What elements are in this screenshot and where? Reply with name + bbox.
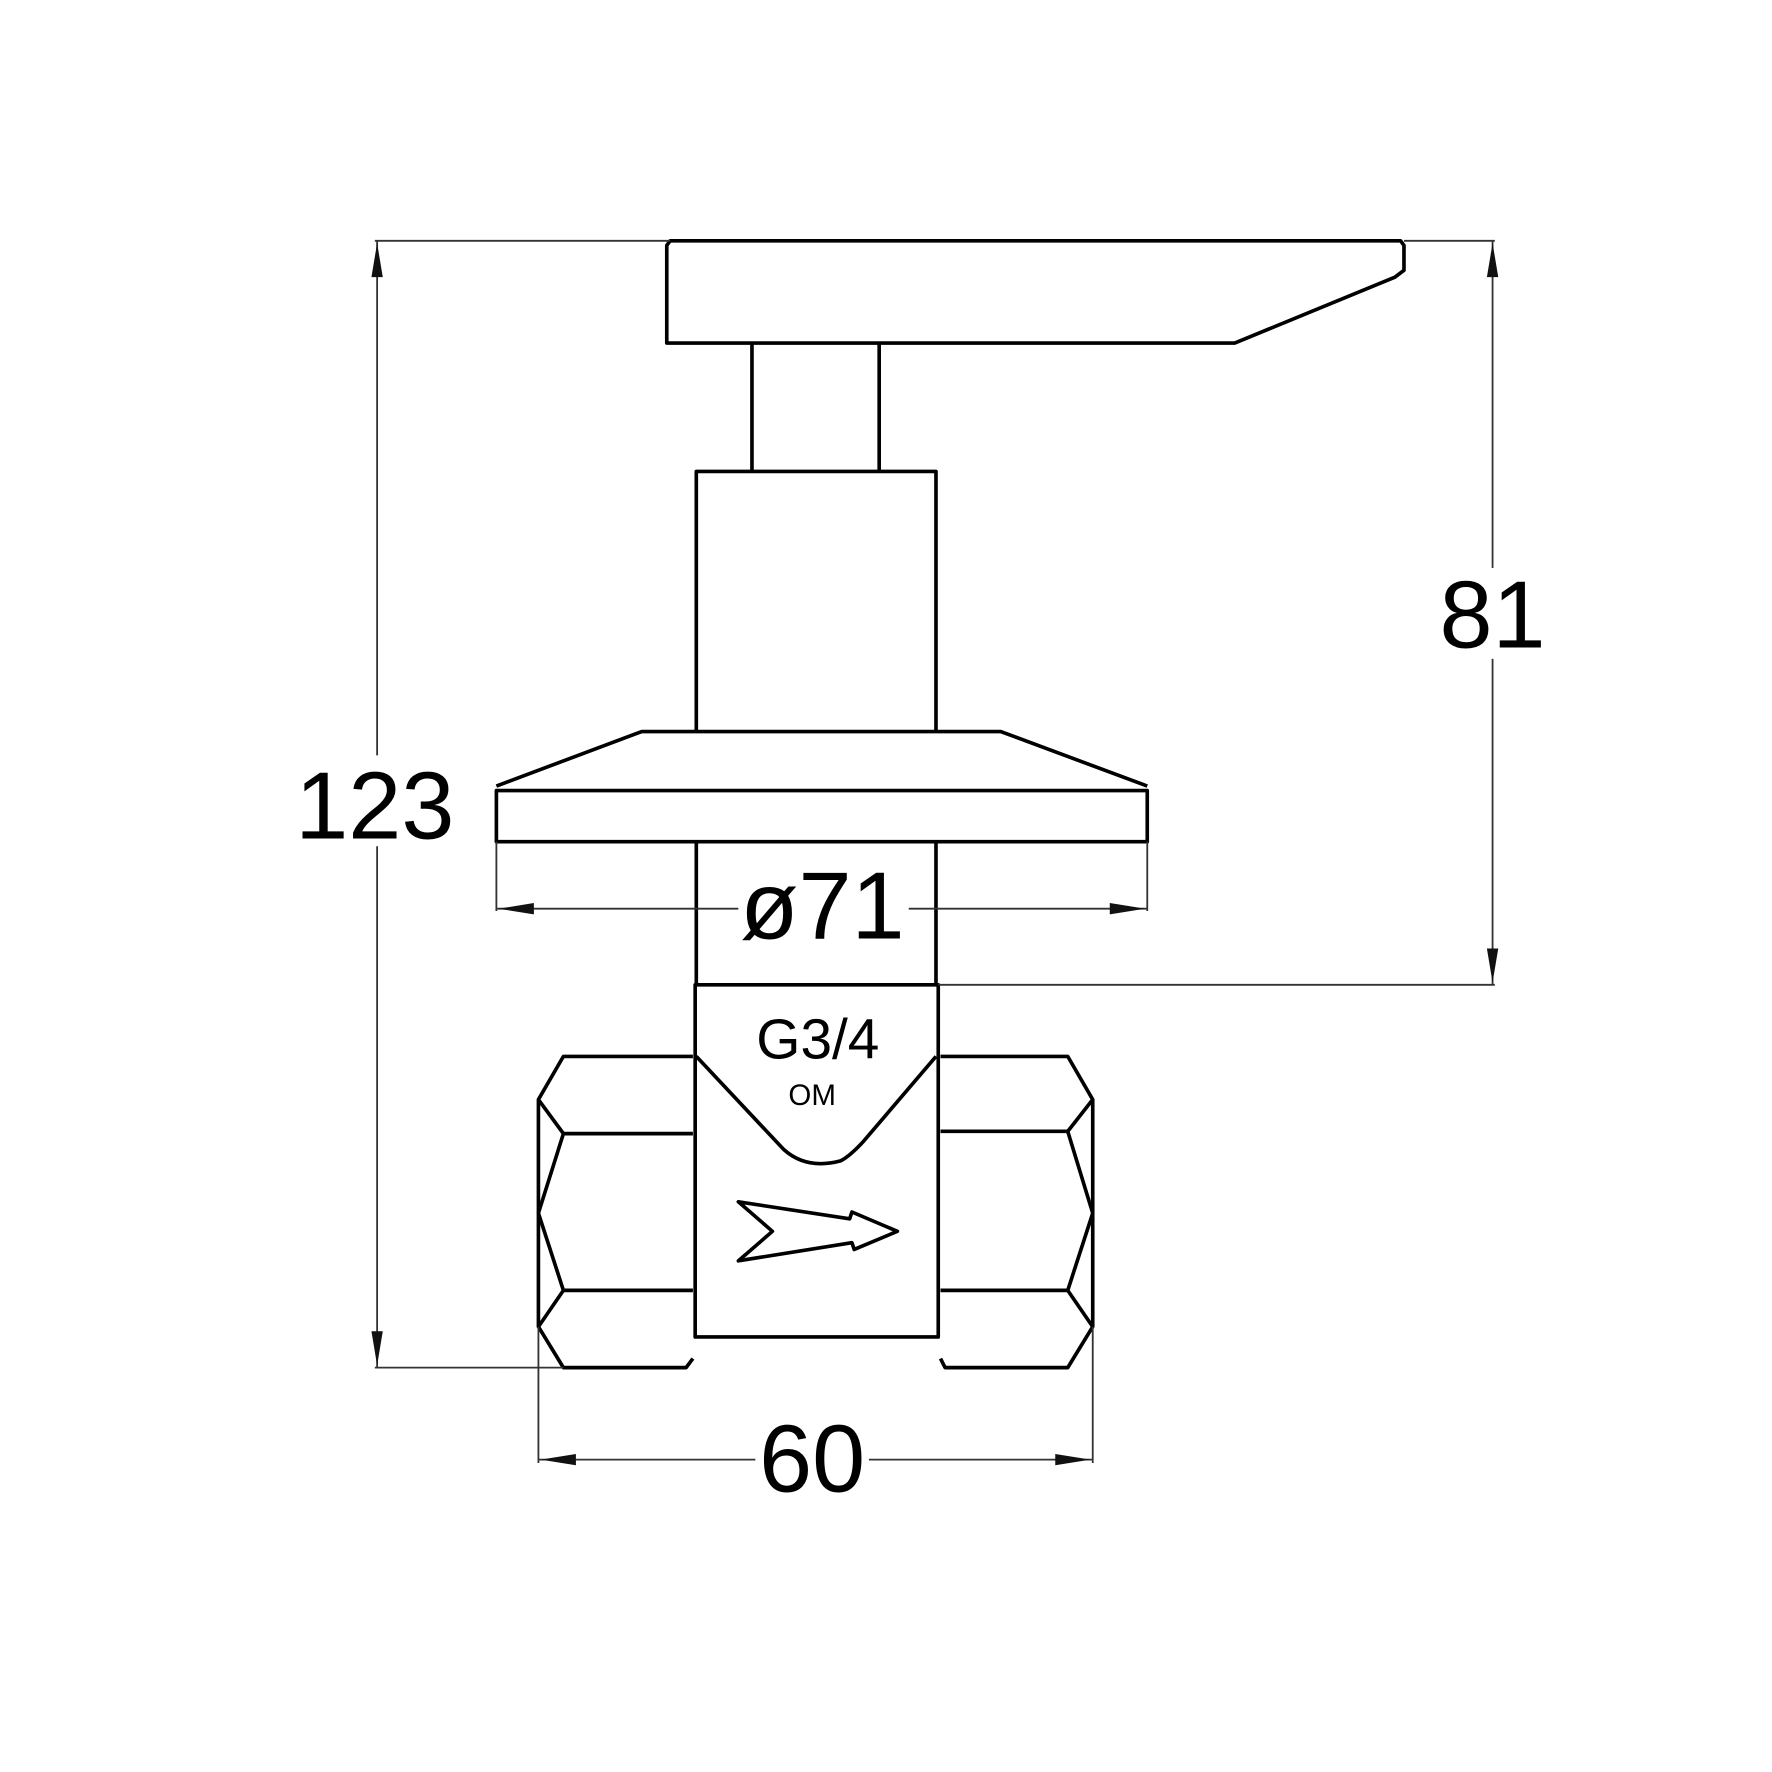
dimension-total-height: 123 — [289, 239, 671, 1369]
brand-mark-label: OM — [788, 1079, 836, 1112]
dimension-label-81: 81 — [1440, 562, 1546, 668]
dimension-rosette-diameter: ø71 — [495, 841, 1149, 959]
dimension-label-123: 123 — [295, 753, 454, 859]
body-label-shield — [694, 1055, 938, 1166]
valve-neck — [694, 841, 938, 985]
flow-direction-arrow-icon — [736, 1199, 900, 1263]
dimension-upper-height: 81 — [938, 239, 1552, 986]
spindle — [750, 343, 882, 472]
right-hex-nut — [938, 1054, 1095, 1370]
cartridge-sleeve — [694, 469, 938, 732]
left-hex-nut — [536, 1054, 695, 1370]
valve-body — [693, 983, 941, 1339]
dimension-label-o71: ø71 — [740, 853, 904, 959]
thread-size-label: G3/4 — [756, 1009, 879, 1072]
dimension-label-60: 60 — [759, 1406, 865, 1512]
left-hex-facets — [536, 1098, 693, 1328]
rosette-cone — [495, 729, 1148, 788]
right-hex-facets — [940, 1098, 1095, 1328]
dimension-body-width: 60 — [537, 1326, 1094, 1512]
rosette-plate — [494, 788, 1150, 844]
handle-lever — [664, 238, 1406, 345]
